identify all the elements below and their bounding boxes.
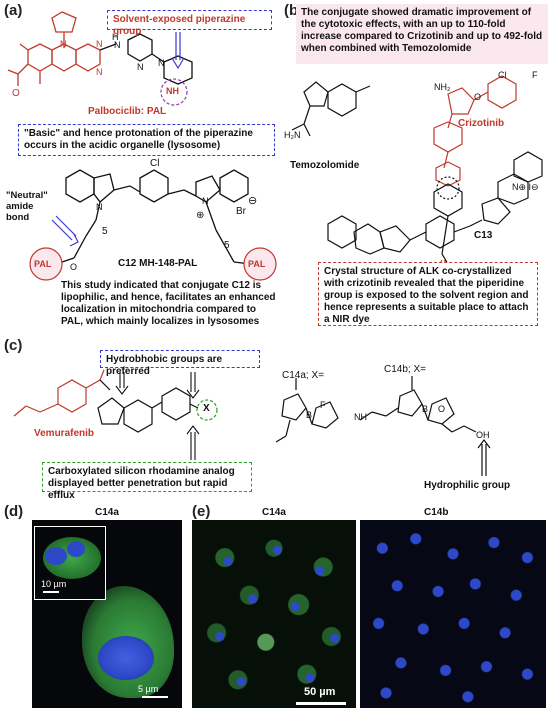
vemurafenib-structure <box>13 369 491 476</box>
crizotinib-o-label: O <box>474 92 482 102</box>
field-scale-label: 50 µm <box>304 686 336 698</box>
panel-label-a: (a) <box>4 2 23 19</box>
plus-sign: ⊕ <box>196 210 205 221</box>
palbociclib-name: Palbociclib: PAL <box>88 106 167 117</box>
pal-right-circle: PAL <box>248 259 266 269</box>
svg-text:N: N <box>114 40 121 50</box>
c14a-label: C14a; X= <box>282 370 324 381</box>
minus-sign: ⊖ <box>248 195 258 207</box>
chain-five-left: 5 <box>102 226 108 237</box>
chain-five-right: 5 <box>224 240 230 251</box>
oh-label: OH <box>476 430 490 440</box>
svg-text:N: N <box>60 39 67 49</box>
hydrophobic-callout: Hydrobhobic groups are preferred <box>100 350 260 377</box>
nh-label: NH <box>166 86 179 96</box>
c13-label: C13 <box>474 230 493 241</box>
conjugate-c12-label: C12 MH-148-PAL <box>118 258 198 269</box>
oxygen-label-b: O <box>438 404 446 414</box>
n-left-label: N <box>96 202 103 212</box>
micrograph-c14a-field: 50 µm <box>192 520 356 708</box>
carbonyl-o: O <box>12 88 20 99</box>
cl-label: Cl <box>150 158 160 169</box>
temozolomide-crizotinib-structure <box>291 75 543 275</box>
crystal-structure-text: Crystal structure of ALK co-crystallized… <box>318 262 538 326</box>
micrograph-c14a-single-cell: 10 µm 5 µm <box>32 520 182 708</box>
hydrophilic-label: Hydrophilic group <box>424 480 511 491</box>
field-scale-bar <box>296 702 346 705</box>
boron-label-a: B <box>306 410 313 420</box>
panel-label-d: (d) <box>4 503 24 520</box>
inset-micrograph: 10 µm <box>34 526 106 600</box>
micrograph-c14b-field <box>360 520 546 708</box>
nucleus-stain <box>98 636 154 680</box>
panel-e-right-title: C14b <box>424 507 449 518</box>
pal-left-circle: PAL <box>34 259 52 269</box>
conjugate-effect-text: The conjugate showed dramatic improvemen… <box>296 4 548 64</box>
boron-label-b: B <box>422 404 429 414</box>
h2n-label: H₂N <box>284 130 301 140</box>
panel-e-left-title: C14a <box>262 507 286 518</box>
neutral-amide-label: "Neutral" amide bond <box>6 190 48 223</box>
nh2-label: NH₂ <box>434 82 451 92</box>
svg-text:N: N <box>96 67 103 77</box>
carboxylated-callout: Carboxylated silicon rhodamine analog di… <box>42 462 252 501</box>
panel-label-c: (c) <box>4 337 23 354</box>
amide-o-label: O <box>70 262 78 272</box>
callout-basic: "Basic" and hence protonation of the pip… <box>18 124 275 156</box>
nh-label-c14b: NH <box>354 412 367 422</box>
inset-scale-label: 10 µm <box>41 579 67 589</box>
panel-d-title: C14a <box>95 507 119 518</box>
main-scale-bar <box>142 696 168 698</box>
crizotinib-name: Crizotinib <box>458 118 505 129</box>
main-scale-label: 5 µm <box>138 684 159 694</box>
c14b-label: C14b; X= <box>384 364 426 375</box>
vemurafenib-name: Vemurafenib <box>34 428 95 439</box>
crizotinib-cl-label: Cl <box>498 70 507 80</box>
n-right-label: N <box>202 196 209 206</box>
svg-text:N: N <box>96 39 103 49</box>
iodide-label: N⊕ I⊖ <box>512 182 539 192</box>
br-label: Br <box>236 206 246 217</box>
study-text: This study indicated that conjugate C12 … <box>61 280 276 327</box>
panel-label-e: (e) <box>192 503 211 520</box>
temozolomide-name: Temozolomide <box>290 160 360 171</box>
x-substituent-label: X <box>203 403 210 414</box>
fluorine-label-a: F <box>320 400 326 410</box>
svg-text:H: H <box>112 32 119 42</box>
palbociclib-structure: O N N N H N N N <box>7 11 277 281</box>
callout-solvent-exposed: Solvent-exposed piperazine group <box>107 10 272 37</box>
svg-text:N: N <box>158 58 165 68</box>
inset-scale-bar <box>43 591 59 593</box>
crizotinib-f-label: F <box>532 70 538 80</box>
svg-text:N: N <box>137 62 144 72</box>
